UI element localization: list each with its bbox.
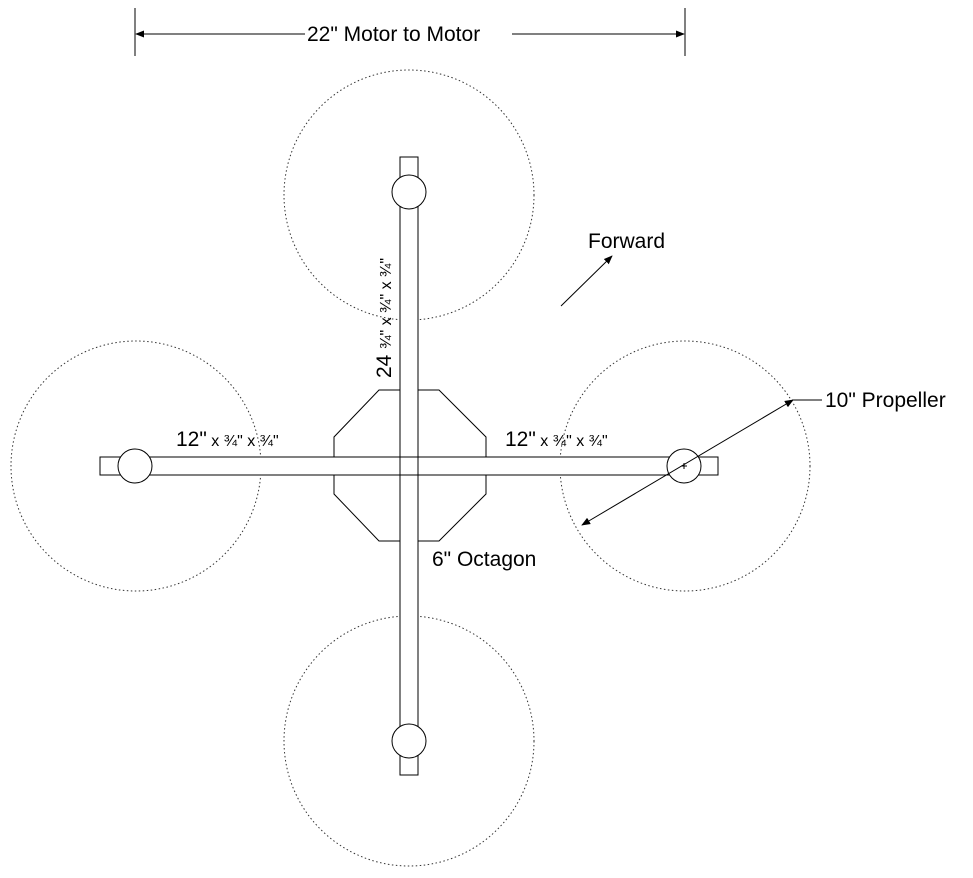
vertical-arm [399, 156, 419, 776]
forward-label: Forward [588, 230, 665, 253]
motor-left [117, 448, 153, 484]
motor-bottom [391, 723, 427, 759]
left-arm-label: 12" x ¾" x ¾" [176, 428, 279, 451]
forward-indicator: Forward [560, 230, 665, 307]
forward-arrow-icon [560, 255, 613, 307]
octagon-label: 6" Octagon [432, 548, 536, 571]
dimension-label: 22" Motor to Motor [307, 23, 480, 46]
propeller-callout: 10" Propeller [581, 389, 946, 526]
vertical-arm-label: 24 ¾" x ¾" x ¾" [373, 258, 396, 378]
arm-intersection [399, 456, 419, 476]
propeller-label: 10" Propeller [825, 389, 946, 412]
propeller-diameter-line [581, 399, 794, 526]
motor-to-motor-dimension: 22" Motor to Motor [134, 8, 686, 56]
right-arm-label: 12" x ¾" x ¾" [505, 428, 608, 451]
motor-top [391, 174, 427, 210]
